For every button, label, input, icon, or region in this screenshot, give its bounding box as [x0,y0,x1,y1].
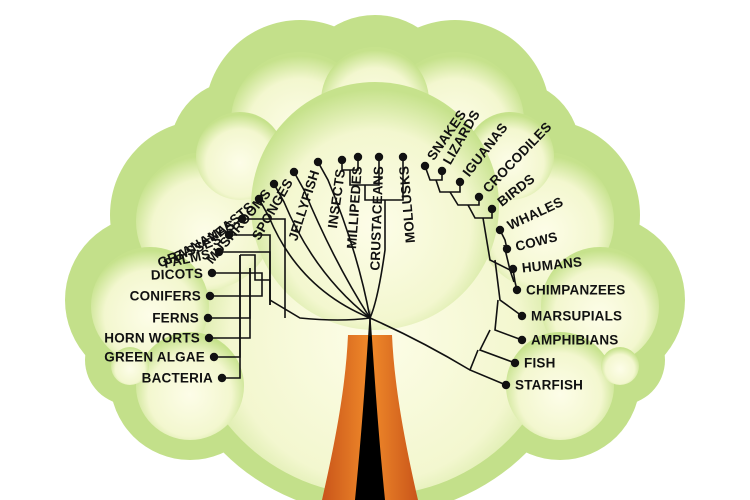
node-dot [254,194,264,204]
node-dot [517,335,527,345]
node-dot [512,285,522,295]
organism-label: GREEN ALGAE [104,350,205,365]
branch [369,317,471,371]
node-dot [501,380,511,390]
node-dot [224,230,234,240]
node-dot [437,166,447,176]
leaf-bacteria: BACTERIA [142,371,227,386]
leaf-humans: HUMANS [508,254,583,276]
organism-label: FISH [524,356,556,371]
organism-label: HUMANS [521,254,583,275]
branch [494,259,523,317]
tree-trunk [322,308,418,500]
node-dot [205,291,215,301]
node-dot [487,204,497,214]
organism-label: AMPHIBIANS [531,333,619,348]
node-dot [209,352,219,362]
organism-label: DICOTS [151,266,204,283]
organism-label: FERNS [152,311,199,326]
node-dot [203,313,213,323]
organism-label: CRUSTACEANS [368,166,387,271]
phylogeny-branches [208,157,523,386]
organism-label: MOLLUSKS [396,165,418,243]
tree-canopy [65,15,685,500]
organism-label: HORN WORTS [104,331,200,346]
organism-label: BACTERIA [142,371,213,386]
branch [208,268,251,319]
leaf-green-algae: GREEN ALGAE [104,350,219,365]
branch [240,254,371,321]
branch [369,200,386,319]
branch [482,217,511,271]
node-dot [420,161,430,171]
leaf-chimpanzees: CHIMPANZEES [512,283,625,298]
branch [317,161,371,319]
organism-label: MILLIPEDES [344,165,365,249]
node-dot [269,179,279,189]
node-dot [455,177,465,187]
leaf-marsupials: MARSUPIALS [517,309,622,324]
leaf-ferns: FERNS [152,311,213,326]
node-dot [337,155,347,165]
node-dot [474,192,484,202]
node-dot [508,264,518,274]
leaf-crustaceans: CRUSTACEANS [368,152,387,271]
node-dot [510,358,520,368]
organism-label: CHIMPANZEES [526,283,625,298]
node-dot [217,373,227,383]
leaf-dicots: DICOTS [151,266,217,283]
branch [214,255,241,358]
branch [242,218,286,318]
node-dot [207,268,217,278]
branch [364,157,404,201]
leaf-horn-worts: HORN WORTS [104,331,214,346]
node-dot [204,333,214,343]
branch [212,272,263,288]
node-dot [398,152,408,162]
organism-label: STARFISH [515,378,583,393]
node-dot [214,247,224,257]
leaf-starfish: STARFISH [501,378,583,393]
leaf-conifers: CONIFERS [130,289,215,304]
leaf-fish: FISH [510,356,556,371]
leaf-mollusks: MOLLUSKS [396,152,418,244]
node-dot [289,167,299,177]
node-dot [502,244,512,254]
branch [273,183,371,319]
node-dot [237,214,247,224]
branch [258,198,371,319]
node-dot [517,311,527,321]
node-dot [353,152,363,162]
node-dot [313,157,323,167]
branch [293,171,371,319]
branch [478,329,516,364]
leaf-amphibians: AMPHIBIANS [517,333,619,348]
leaf-millipedes: MILLIPEDES [344,152,365,249]
node-dot [495,225,505,235]
branch [494,299,523,341]
branch [210,288,263,297]
node-dot [374,152,384,162]
organism-label: CONIFERS [130,289,201,304]
organism-label: MARSUPIALS [531,309,622,324]
